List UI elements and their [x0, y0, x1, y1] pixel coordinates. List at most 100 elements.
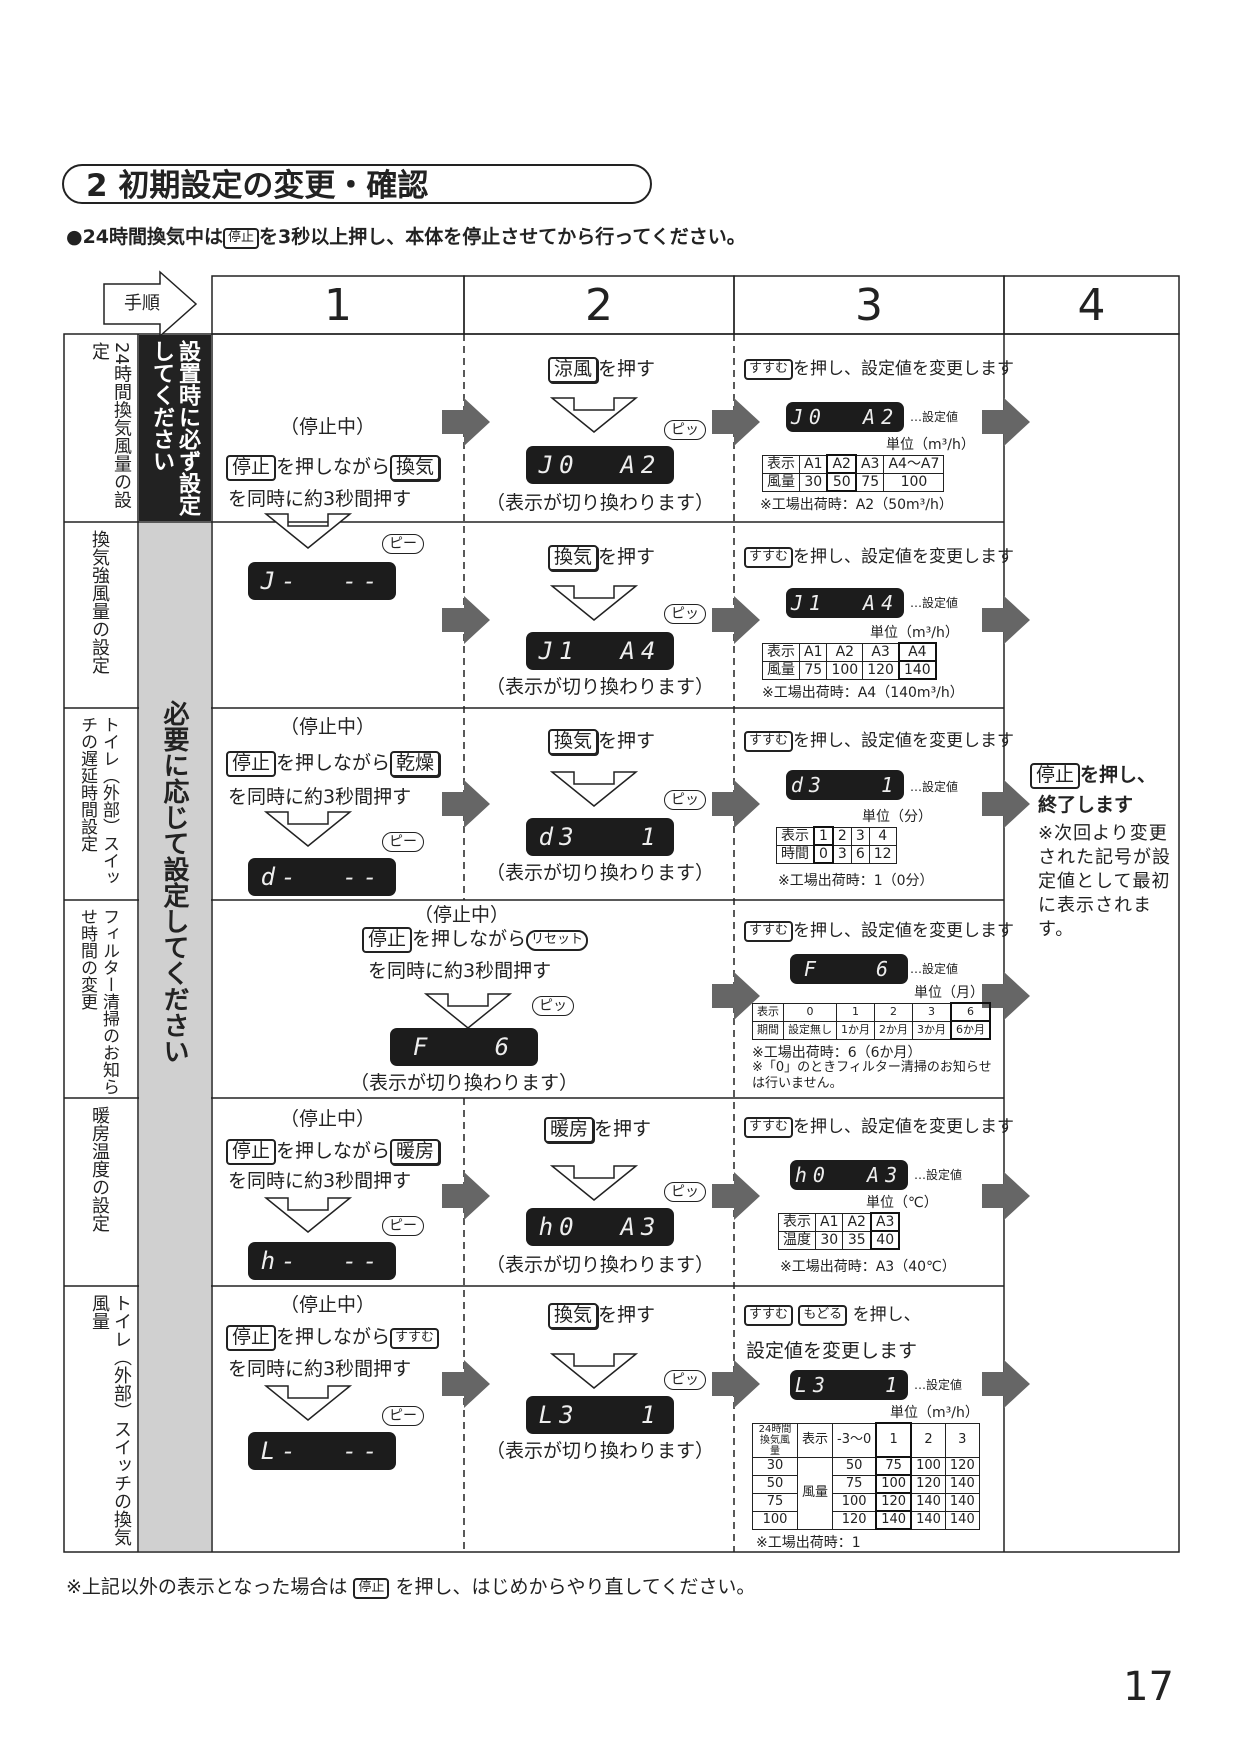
r3-instruction: 停止を押しながら乾燥 — [226, 748, 441, 777]
modoru-key-icon: もどる — [798, 1305, 848, 1326]
r1-lcd3: J0 A2 — [786, 402, 904, 432]
r2-lcd2: J1 A4 — [526, 632, 674, 670]
r2-switched: （表示が切り換わります） — [486, 676, 715, 698]
r5-lcd3: h0 A3 — [790, 1160, 908, 1190]
r6-press-text: を押す — [598, 1304, 656, 1326]
col4-note: ※次回より変更された記号が設定値として最初に表示されます。 — [1038, 823, 1171, 940]
row-label-6: トイレ（外部）スイッチの換気風量 — [89, 1294, 132, 1546]
r3-press-text: を押す — [598, 730, 656, 752]
pi-bubble: ピッ — [532, 996, 574, 1016]
danbo-key-icon: 暖房 — [390, 1139, 441, 1165]
r4-col3-inst: すすむを押し、設定値を変更します — [744, 916, 1014, 942]
col4-line1: を押し、 — [1080, 764, 1157, 786]
stop-key-icon: 停止 — [226, 751, 277, 777]
r5-switched: （表示が切り換わります） — [486, 1254, 715, 1276]
ryofu-key-icon: 涼風 — [548, 357, 599, 383]
r3-switched: （表示が切り換わります） — [486, 862, 715, 884]
r1-simul: を同時に約3秒間押す — [228, 488, 412, 510]
r6-change: 設定値を変更します — [746, 1340, 918, 1362]
row-label-1: 24時間換気風量の設定 — [89, 342, 132, 509]
r5-stopped: （停止中） — [280, 1108, 376, 1130]
r1-press: 涼風を押す — [548, 354, 655, 383]
optional-band: 必要に応じて設定してください — [159, 700, 189, 1064]
r5-instruction: 停止を押しながら暖房 — [226, 1136, 441, 1165]
pi-bubble: ピッ — [664, 1182, 706, 1202]
r6-instruction: 停止を押しながらすすむ — [226, 1322, 440, 1351]
stop-key-icon: 停止 — [226, 1325, 277, 1351]
stop-key-icon: 停止 — [226, 1139, 277, 1165]
r4-switched: （表示が切り換わります） — [350, 1072, 579, 1094]
susumu-key-icon: すすむ — [744, 1305, 794, 1326]
r3-stopped: （停止中） — [280, 716, 376, 738]
r1-stopped: （停止中） — [280, 416, 376, 438]
r3-while: を押しながら — [276, 752, 391, 774]
r2-change: を押し、設定値を変更します — [793, 547, 1015, 567]
r6-switched: （表示が切り換わります） — [486, 1440, 715, 1462]
r5-setting: …設定値 — [914, 1168, 963, 1182]
pii-bubble: ピー — [382, 534, 424, 554]
r6-while: を押しながら — [276, 1326, 391, 1348]
r4-stopped: （停止中） — [414, 904, 510, 926]
r4-while: を押しながら — [412, 928, 527, 950]
stop-key-icon: 停止 — [223, 228, 260, 249]
col-header-4: 4 — [1077, 280, 1106, 331]
col-header-1: 1 — [324, 280, 352, 331]
r3-unit: 単位（分） — [862, 809, 932, 825]
r1-setting: …設定値 — [910, 410, 959, 424]
susumu-key-icon: すすむ — [744, 359, 794, 380]
r2-col3-inst: すすむを押し、設定値を変更します — [744, 542, 1014, 568]
r2-setting: …設定値 — [910, 596, 959, 610]
r4-factory: ※工場出荷時：6（6か月） — [752, 1045, 922, 1061]
kanso-key-icon: 乾燥 — [390, 751, 441, 777]
r2-press: 換気を押す — [548, 542, 655, 571]
susumu-key-icon: すすむ — [390, 1328, 440, 1349]
row-label-2: 換気強風量の設定 — [89, 530, 110, 674]
r6-simul: を同時に約3秒間押す — [228, 1358, 412, 1380]
stop-key-icon: 停止 — [1030, 763, 1081, 789]
r5-unit: 単位（℃） — [866, 1195, 938, 1211]
pii-bubble: ピー — [382, 832, 424, 852]
r1-factory: ※工場出荷時：A2（50m³/h） — [760, 497, 953, 513]
reset-key-icon: リセット — [526, 930, 589, 951]
r4-instruction: 停止を押しながらリセット — [362, 924, 589, 953]
r5-factory: ※工場出荷時：A3（40℃） — [780, 1259, 956, 1275]
r6-lcd3: L3 1 — [790, 1370, 908, 1400]
r5-lcd1: h- -- — [248, 1242, 396, 1280]
pi-bubble: ピッ — [664, 604, 706, 624]
r2-unit: 単位（m³/h） — [870, 625, 959, 641]
danbo-key-icon: 暖房 — [544, 1117, 595, 1143]
r3-setting: …設定値 — [910, 780, 959, 794]
r5-press: 暖房を押す — [544, 1114, 651, 1143]
r2-lcd3: J1 A4 — [786, 588, 904, 618]
r5-simul: を同時に約3秒間押す — [228, 1170, 412, 1192]
r6-press-text2: を押し、 — [852, 1305, 921, 1325]
susumu-key-icon: すすむ — [744, 1117, 794, 1138]
step-header: 手順 — [124, 293, 160, 314]
r2-press-text: を押す — [598, 546, 656, 568]
r1-col3-inst: すすむを押し、設定値を変更します — [744, 354, 1014, 380]
page-number: 17 — [1123, 1664, 1174, 1710]
r4-unit: 単位（月） — [914, 985, 984, 1001]
r6-unit: 単位（m³/h） — [890, 1405, 979, 1421]
stop-key-icon: 停止 — [353, 1578, 390, 1599]
top-note-post: を3秒以上押し、本体を停止させてから行ってください。 — [259, 226, 746, 248]
r4-lcd2: F 6 — [390, 1028, 538, 1066]
r2-factory: ※工場出荷時：A4（140m³/h） — [762, 685, 964, 701]
col4-instruction: 停止を押し、 — [1030, 760, 1156, 789]
r6-col3-inst: すすむ もどる を押し、 — [744, 1300, 921, 1326]
section-title: 2 初期設定の変更・確認 — [62, 164, 652, 204]
kanki-key-icon: 換気 — [548, 1303, 599, 1329]
r3-lcd1: d- -- — [248, 858, 396, 896]
bottom-note-post: を押し、はじめからやり直してください。 — [395, 1576, 756, 1598]
susumu-key-icon: すすむ — [744, 731, 794, 752]
stop-key-icon: 停止 — [226, 455, 277, 481]
r1-press-text: を押す — [598, 358, 656, 380]
r6-press: 換気を押す — [548, 1300, 655, 1329]
r3-change: を押し、設定値を変更します — [793, 731, 1015, 751]
r1-while: を押しながら — [276, 456, 391, 478]
